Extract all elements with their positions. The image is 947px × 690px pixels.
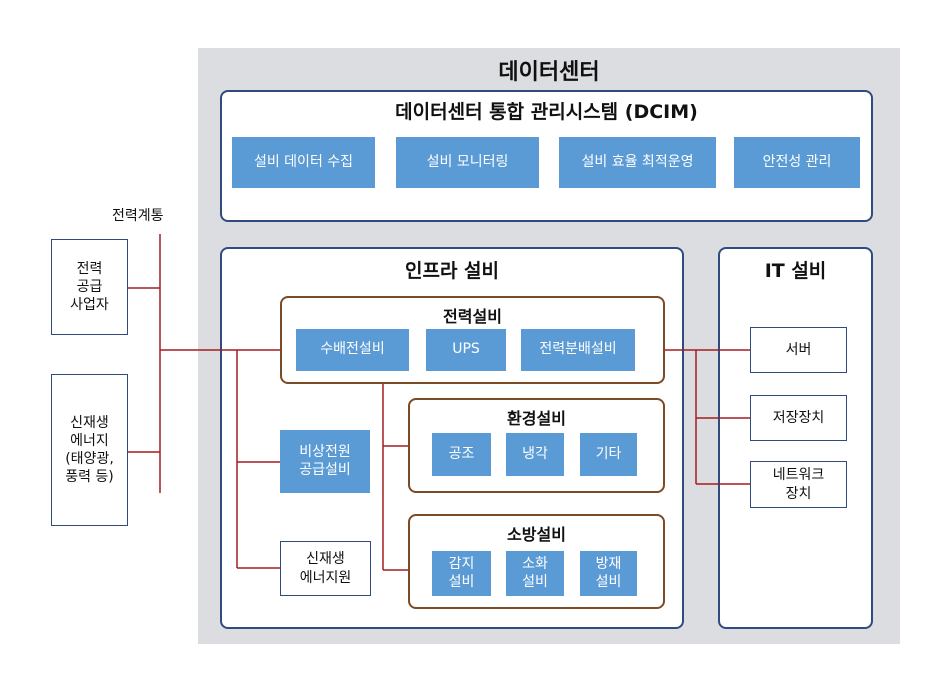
dcim-item-optimization: 설비 효율 최적운영 [559,137,716,188]
etc-box: 기타 [580,433,637,476]
dcim-item-data-collection: 설비 데이터 수집 [232,137,375,188]
renewable-energy-box: 신재생 에너지 (태양광, 풍력 등) [51,374,128,526]
dcim-item-monitoring: 설비 모니터링 [396,137,539,188]
hvac-box: 공조 [432,433,491,476]
renewable-source-box: 신재생 에너지원 [280,541,371,596]
disaster-box: 방재 설비 [580,551,637,596]
infra-title: 인프라 설비 [404,260,499,282]
power-group-title: 전력설비 [443,307,502,326]
env-group-title: 환경설비 [507,409,566,428]
storage-box: 저장장치 [750,395,847,441]
ups-box: UPS [426,329,506,371]
backup-power-box: 비상전원 공급설비 [280,430,370,493]
dcim-item-safety: 안전성 관리 [734,137,860,188]
network-box: 네트워크 장치 [750,461,847,508]
dcim-title: 데이터센터 통합 관리시스템 (DCIM) [395,101,698,123]
detection-box: 감지 설비 [432,551,491,596]
it-title: IT 설비 [764,260,827,282]
server-box: 서버 [750,327,847,373]
extinguish-box: 소화 설비 [506,551,564,596]
cooling-box: 냉각 [506,433,564,476]
power-supplier-box: 전력 공급 사업자 [51,239,128,335]
switchgear-box: 수배전설비 [296,329,409,371]
grid-label: 전력계통 [112,208,164,224]
datacenter-title: 데이터센터 [498,60,600,85]
pdu-box: 전력분배설비 [521,329,635,371]
fire-group-title: 소방설비 [507,525,566,544]
